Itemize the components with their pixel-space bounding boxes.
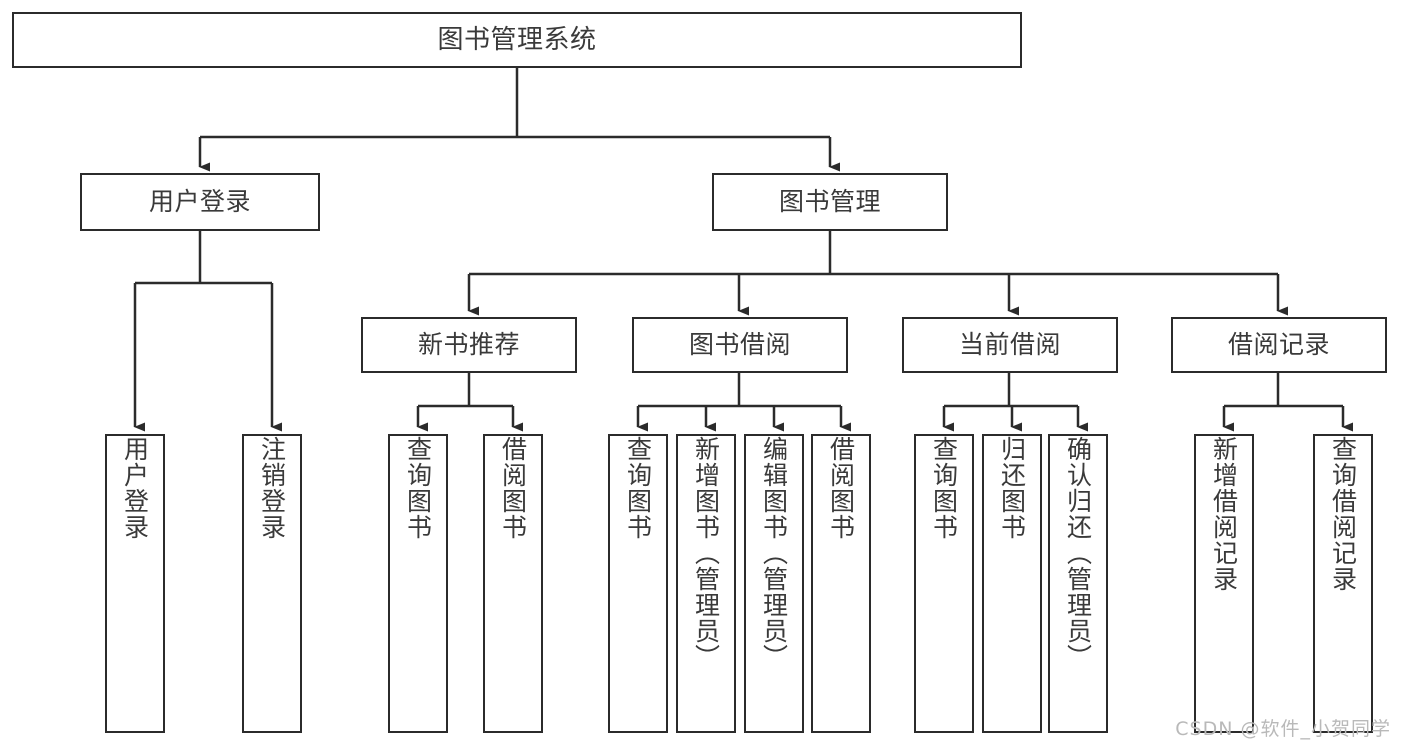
node-label: 新增图书（管理员） bbox=[691, 436, 721, 670]
leaf-query-book-recommend[interactable]: 查询图书 bbox=[388, 434, 448, 733]
leaf-logout-login[interactable]: 注销登录 bbox=[242, 434, 302, 733]
node-new-book-recommend[interactable]: 新书推荐 bbox=[361, 317, 577, 373]
node-user-login[interactable]: 用户登录 bbox=[80, 173, 320, 231]
node-book-borrow[interactable]: 图书借阅 bbox=[632, 317, 848, 373]
node-current-borrow[interactable]: 当前借阅 bbox=[902, 317, 1118, 373]
node-label: 确认归还（管理员） bbox=[1063, 436, 1093, 670]
node-root-system[interactable]: 图书管理系统 bbox=[12, 12, 1022, 68]
leaf-add-borrow-record[interactable]: 新增借阅记录 bbox=[1194, 434, 1254, 733]
node-label: 当前借阅 bbox=[958, 330, 1061, 360]
leaf-query-book-borrow[interactable]: 查询图书 bbox=[608, 434, 668, 733]
node-label: 借阅图书 bbox=[826, 436, 856, 540]
leaf-add-book[interactable]: 新增图书（管理员） bbox=[676, 434, 736, 733]
leaf-borrow-book[interactable]: 借阅图书 bbox=[811, 434, 871, 733]
node-label: 借阅图书 bbox=[498, 436, 528, 540]
node-label: 新书推荐 bbox=[417, 330, 520, 360]
node-label: 编辑图书（管理员） bbox=[759, 436, 789, 670]
node-label: 借阅记录 bbox=[1227, 330, 1330, 360]
leaf-confirm-return[interactable]: 确认归还（管理员） bbox=[1048, 434, 1108, 733]
node-label: 注销登录 bbox=[257, 436, 287, 540]
watermark-text: CSDN @软件_小贺同学 bbox=[1175, 718, 1391, 740]
node-label: 查询借阅记录 bbox=[1328, 436, 1358, 592]
node-label: 查询图书 bbox=[403, 436, 433, 540]
node-borrow-record[interactable]: 借阅记录 bbox=[1171, 317, 1387, 373]
node-label: 查询图书 bbox=[929, 436, 959, 540]
leaf-query-book-current[interactable]: 查询图书 bbox=[914, 434, 974, 733]
leaf-edit-book[interactable]: 编辑图书（管理员） bbox=[744, 434, 804, 733]
node-label: 查询图书 bbox=[623, 436, 653, 540]
leaf-user-login[interactable]: 用户登录 bbox=[105, 434, 165, 733]
node-label: 新增借阅记录 bbox=[1209, 436, 1239, 592]
leaf-return-book[interactable]: 归还图书 bbox=[982, 434, 1042, 733]
node-label: 图书借阅 bbox=[688, 330, 791, 360]
leaf-borrow-book-recommend[interactable]: 借阅图书 bbox=[483, 434, 543, 733]
leaf-query-borrow-record[interactable]: 查询借阅记录 bbox=[1313, 434, 1373, 733]
node-book-manage[interactable]: 图书管理 bbox=[712, 173, 948, 231]
node-label: 用户登录 bbox=[148, 187, 251, 217]
node-label: 用户登录 bbox=[120, 436, 150, 540]
node-label: 归还图书 bbox=[997, 436, 1027, 540]
node-label: 图书管理 bbox=[778, 187, 881, 217]
node-label: 图书管理系统 bbox=[437, 24, 597, 55]
